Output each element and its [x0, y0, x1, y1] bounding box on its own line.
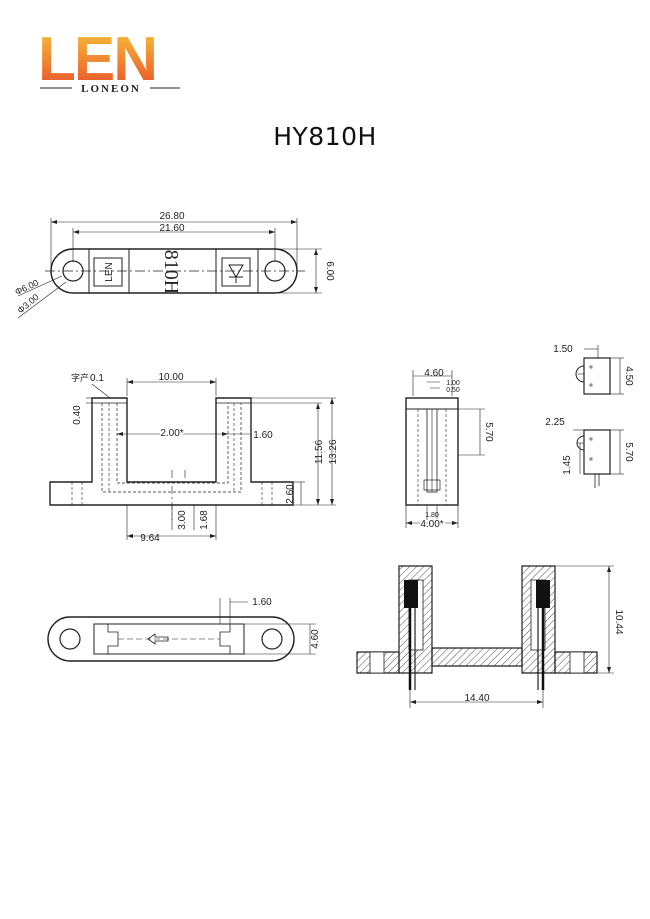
top-view-center-mark: 810H [160, 250, 182, 294]
detail-bottom-outline [583, 429, 611, 475]
dim-side-b: 0.50 [446, 387, 460, 394]
dim-side-bottom: 4.00* [420, 519, 443, 530]
dim-slot-width: 10.00 [158, 372, 183, 383]
logo-mark: LEN [38, 25, 156, 94]
section-emitter [404, 580, 418, 608]
part-number-title: HY810H [273, 122, 377, 151]
side-view: 4.60 1.00 0.50 5.70 1.80 4.00* [405, 368, 494, 532]
note-label: 字产 [71, 372, 89, 384]
dim-body-height: 6.00 [324, 261, 335, 281]
section-base [431, 647, 523, 667]
dim-bottom-height: 4.60 [310, 629, 321, 649]
dim-detail-top-height: 4.50 [623, 366, 634, 386]
dim-side-width: 4.60 [424, 368, 444, 379]
dim-hole-pitch: 21.60 [159, 223, 184, 234]
dim-detail-bottom-a: 2.25 [545, 417, 565, 428]
dim-bottom-aperture: 1.60 [252, 597, 272, 608]
dim-inner-width: 2.00* [160, 428, 183, 439]
dim-section-height: 10.44 [613, 609, 624, 634]
section-detector [536, 580, 550, 608]
bottom-view-outline [47, 616, 295, 662]
dim-side-window: 5.70 [483, 422, 494, 442]
sensor-symbol-icon [228, 264, 244, 283]
top-view-led-mark-box [93, 257, 123, 287]
section-view: 10.44 14.40 [356, 565, 624, 708]
side-view-outline [405, 397, 459, 506]
dim-overall-length: 26.80 [159, 211, 184, 222]
detail-top-view: 1.50 4.50 [553, 344, 634, 395]
dim-side-a: 1.00 [446, 380, 460, 387]
dim-top-step: 0.40 [72, 405, 83, 425]
front-view-outline [49, 397, 294, 506]
dim-aperture-front: 1.60 [253, 430, 273, 441]
logo-brand-name: LONEON [81, 83, 141, 95]
detail-bottom-view: 2.25 1.45 5.70 [545, 417, 634, 488]
dim-base-height: 2.60 [285, 484, 296, 504]
dim-note-value: 0.1 [90, 373, 104, 384]
dim-side-slot: 1.80 [425, 512, 439, 519]
dim-c1: 3.00 [177, 510, 188, 530]
dim-bottom-width: 9.64 [140, 533, 160, 544]
dim-height-2: 13.26 [328, 439, 339, 464]
top-view-sensor-mark-box [221, 257, 251, 287]
top-view: LEN 810H 26.80 21.60 6.00 [13, 211, 335, 319]
top-view-led-mark: LEN [104, 262, 115, 281]
dim-detail-bottom-b: 1.45 [562, 455, 573, 475]
top-view-outline [50, 248, 298, 294]
dim-detail-top-width: 1.50 [553, 344, 573, 355]
dim-c2: 1.68 [199, 510, 210, 530]
dim-height-1: 11.56 [314, 439, 325, 464]
dim-section-width: 14.40 [464, 693, 489, 704]
front-view: 10.00 字产 0.1 0.40 2.00* 1.60 11.56 13.26… [49, 372, 339, 544]
dim-detail-bottom-height: 5.70 [623, 442, 634, 462]
bottom-view: 1.60 4.60 [47, 597, 321, 662]
loneon-logo: LEN LONEON [38, 25, 180, 95]
detail-top-outline [583, 357, 611, 395]
